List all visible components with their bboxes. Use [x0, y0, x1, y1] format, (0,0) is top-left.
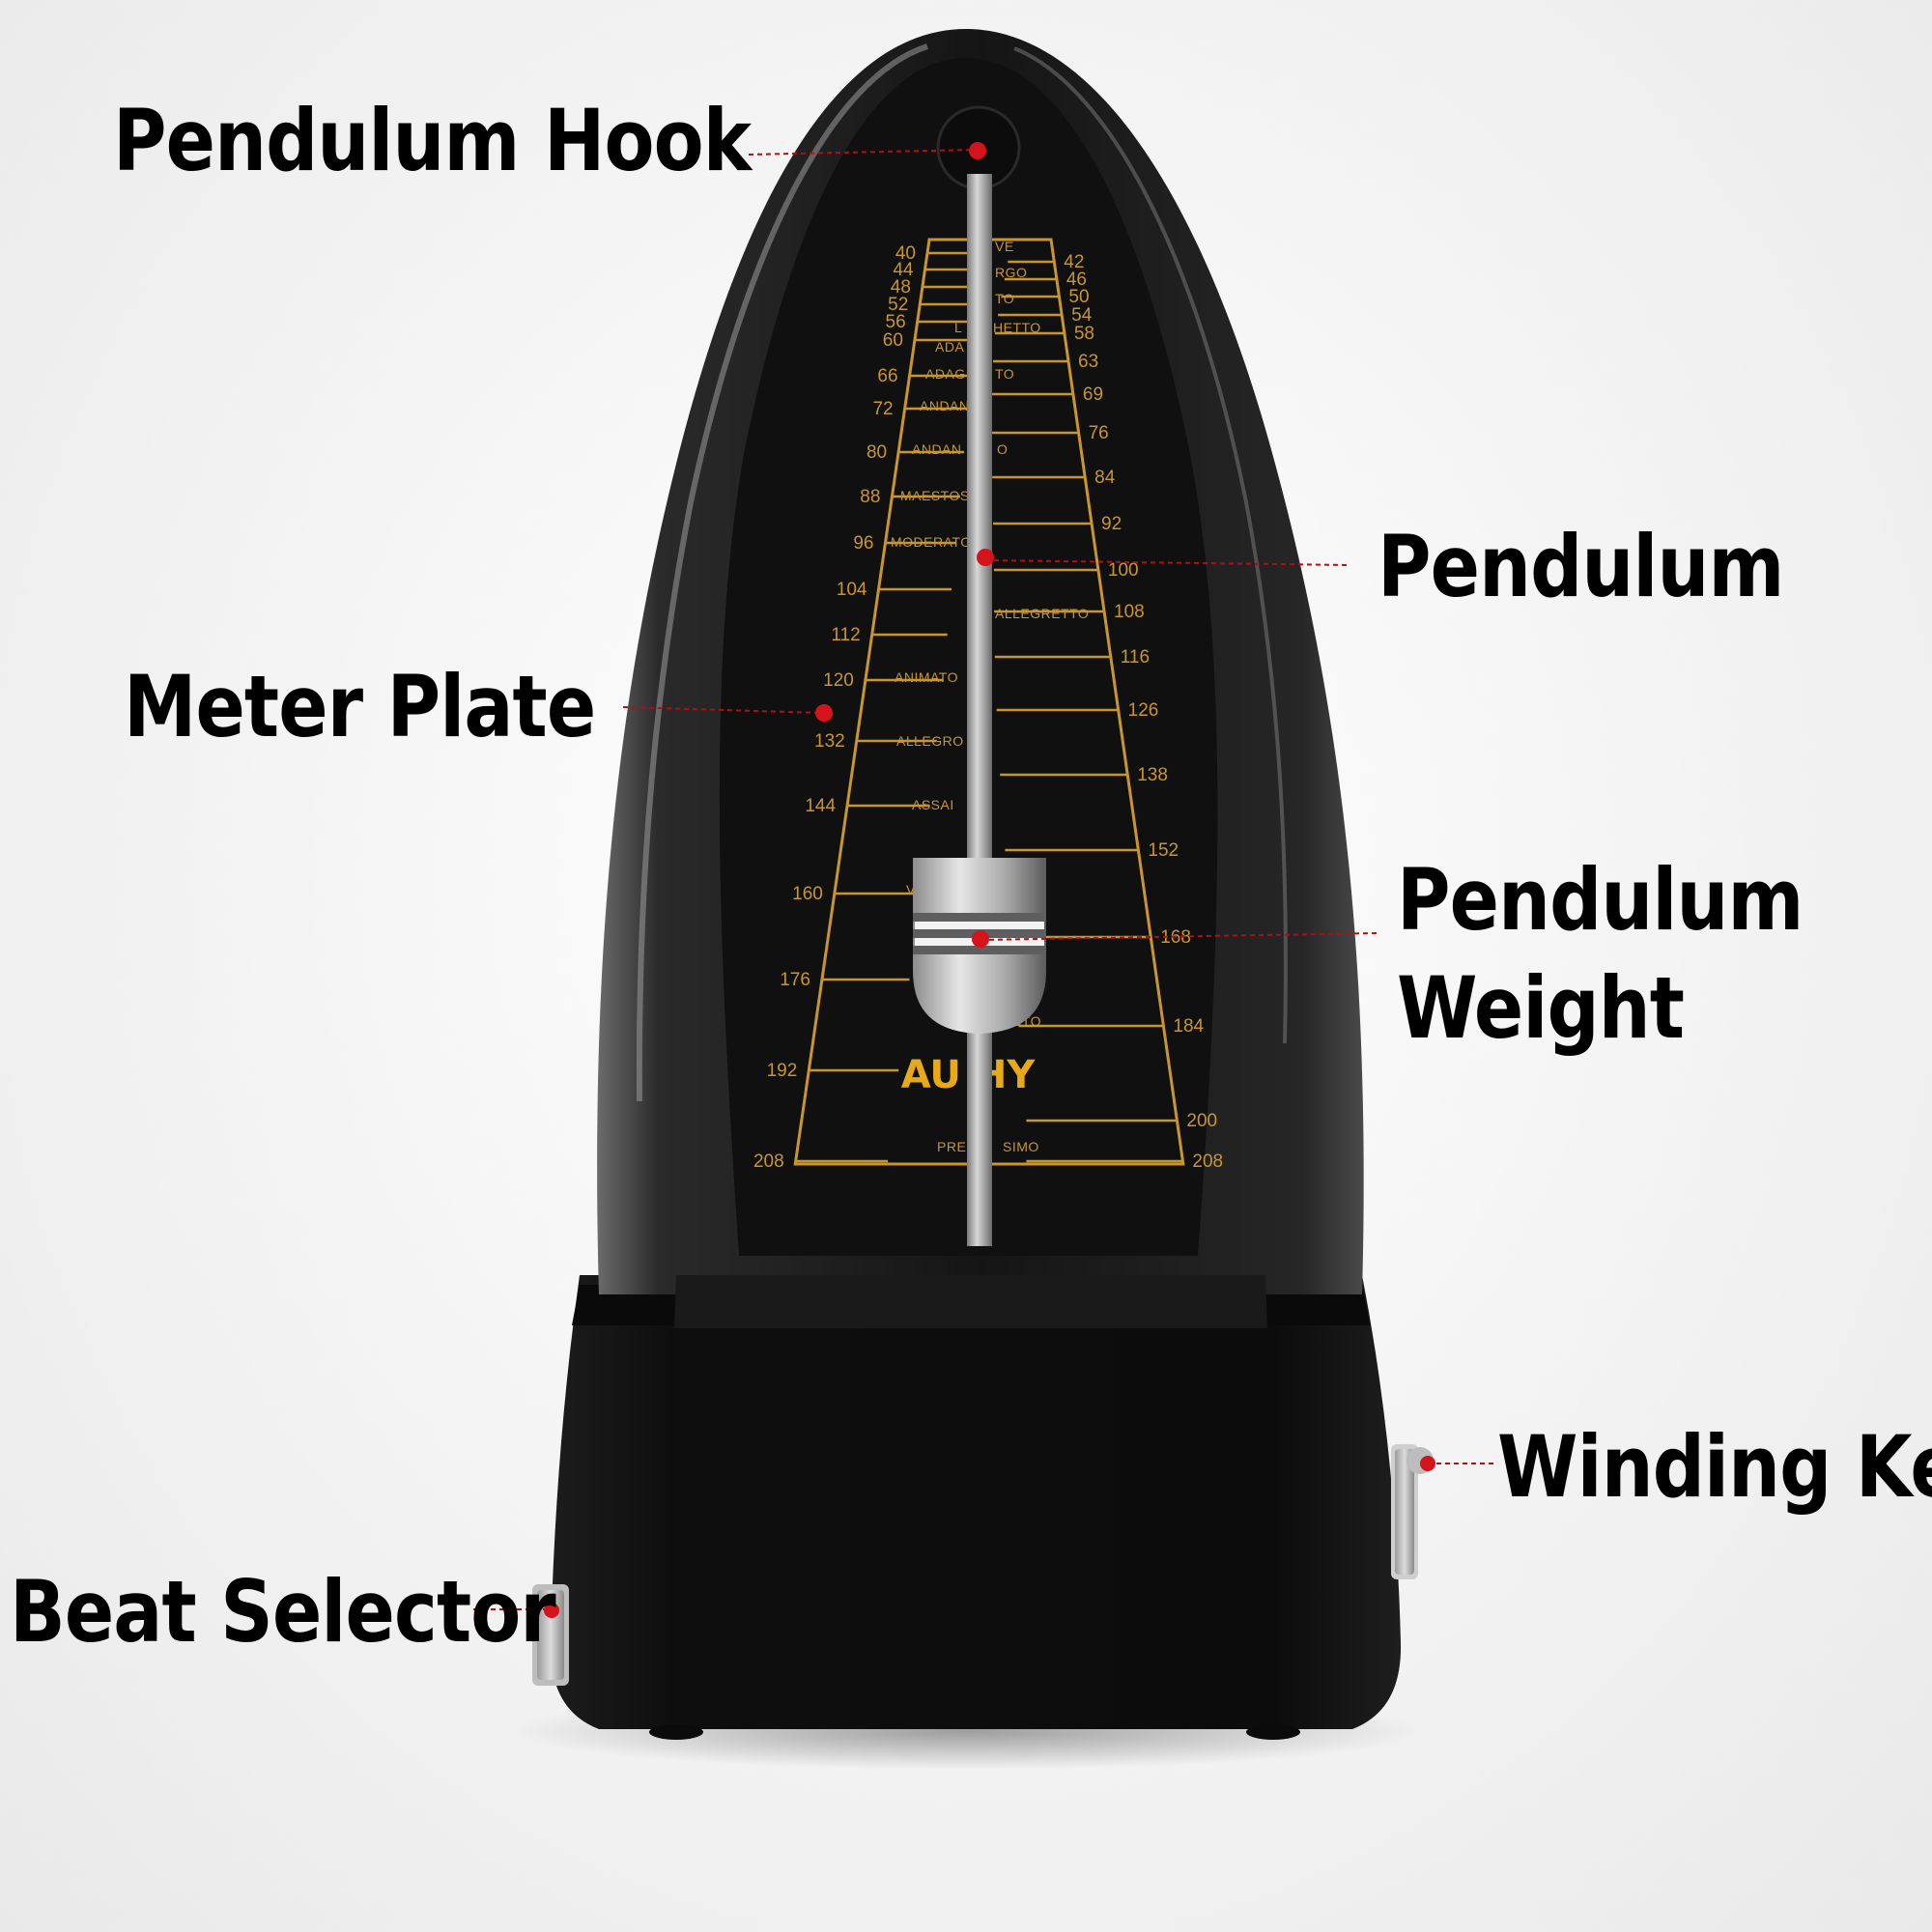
scale-number-left: 96 — [853, 533, 873, 554]
scale-number-right: 116 — [1121, 647, 1150, 668]
tempo-word: TO — [995, 291, 1014, 306]
scale-number-left: 88 — [860, 487, 880, 507]
label-pendulum-hook: Pendulum Hook — [113, 91, 752, 190]
scale-number-right: 138 — [1137, 765, 1168, 785]
scale-number-right: 152 — [1148, 840, 1179, 861]
scale-number-left: 104 — [837, 580, 867, 600]
marker-meter-plate — [815, 704, 833, 722]
scale-number-left: 48 — [891, 277, 911, 298]
tempo-word: HETTO — [993, 320, 1041, 335]
tempo-word: ANDAN — [912, 441, 962, 457]
scale-number-left: 160 — [792, 884, 823, 904]
scale-number-left: 40 — [895, 243, 916, 264]
scale-number-left: 208 — [753, 1151, 784, 1172]
leader-pendulum — [984, 559, 1351, 566]
marker-pendulum-weight — [972, 930, 989, 948]
tempo-word: L — [954, 320, 962, 335]
scale-number-left: 192 — [767, 1061, 798, 1081]
scale-number-right: 58 — [1074, 324, 1094, 344]
scale-number-left: 112 — [831, 625, 860, 645]
tempo-word: ANDAN — [920, 398, 970, 413]
tempo-word: SIMO — [1003, 1139, 1039, 1154]
scale-number-left: 60 — [883, 330, 903, 351]
tempo-word: MODERATO — [891, 534, 972, 550]
cover-bottom-band — [674, 1275, 1267, 1328]
tempo-word: ANIMATO — [895, 669, 958, 685]
marker-beat-selector — [544, 1603, 559, 1618]
tempo-word: ASSAI — [912, 797, 954, 812]
scale-number-right: 100 — [1108, 560, 1139, 581]
label-beat-selector: Beat Selector — [10, 1562, 556, 1662]
scale-number-left: 52 — [888, 295, 908, 315]
marker-winding-key — [1420, 1456, 1435, 1471]
scale-number-left: 176 — [780, 970, 810, 990]
label-winding-key: Winding Key — [1497, 1417, 1932, 1517]
tempo-word: ADA — [935, 339, 964, 355]
metronome-base — [550, 1275, 1402, 1729]
scale-number-left: 56 — [886, 312, 906, 332]
pendulum-rod — [967, 174, 992, 1246]
cover-highlight-right — [1013, 46, 1288, 1044]
scale-number-right: 69 — [1083, 384, 1103, 405]
scale-number-right: 84 — [1094, 468, 1116, 488]
tempo-word: VE — [995, 239, 1014, 254]
tempo-word: PRE — [937, 1139, 966, 1154]
scale-number-left: 66 — [877, 366, 897, 386]
scale-number-right: 46 — [1066, 270, 1087, 290]
marker-pendulum-hook — [969, 142, 986, 159]
tempo-word: ALLEGRETTO — [995, 606, 1089, 621]
tempo-word: TO — [995, 366, 1014, 382]
winding-key[interactable] — [1391, 1444, 1434, 1579]
cover-highlight-left — [636, 43, 928, 1102]
scale-number-right: 92 — [1101, 514, 1122, 534]
scale-number-right: 63 — [1078, 352, 1098, 372]
scale-number-left: 44 — [893, 260, 914, 280]
tempo-word: ALLEGRO — [896, 733, 964, 749]
tempo-word: RGO — [995, 265, 1027, 280]
scale-number-right: 76 — [1089, 423, 1109, 443]
foot-left — [649, 1724, 703, 1740]
scale-number-left: 80 — [867, 442, 887, 463]
scale-number-right: 50 — [1068, 287, 1089, 307]
scale-number-left: 132 — [814, 731, 845, 752]
scale-number-left: 120 — [823, 670, 854, 691]
label-pendulum-weight-line1: Pendulum — [1397, 850, 1804, 950]
scale-number-right: 208 — [1192, 1151, 1223, 1172]
scale-number-right: 54 — [1071, 305, 1093, 326]
tempo-word: V — [906, 882, 916, 897]
tempo-word: O — [997, 441, 1008, 457]
tempo-word: ADAG — [925, 366, 966, 382]
foot-right — [1246, 1724, 1300, 1740]
label-pendulum: Pendulum — [1378, 517, 1784, 616]
label-meter-plate: Meter Plate — [124, 657, 596, 756]
scale-number-left: 144 — [805, 796, 836, 816]
scale-number-right: 108 — [1114, 602, 1145, 622]
tempo-word: MAESTOS — [900, 488, 970, 503]
marker-pendulum — [977, 549, 994, 566]
scale-number-right: 126 — [1128, 700, 1159, 721]
label-pendulum-weight-line2: Weight — [1397, 958, 1685, 1058]
scale-number-left: 72 — [872, 399, 893, 419]
scale-number-right: 200 — [1186, 1111, 1217, 1131]
scale-number-right: 184 — [1173, 1016, 1204, 1037]
scale-number-right: 42 — [1064, 252, 1084, 272]
meter-plate-outline — [793, 238, 1185, 1166]
leader-pendulum-hook — [748, 149, 977, 156]
leader-meter-plate — [622, 706, 824, 714]
